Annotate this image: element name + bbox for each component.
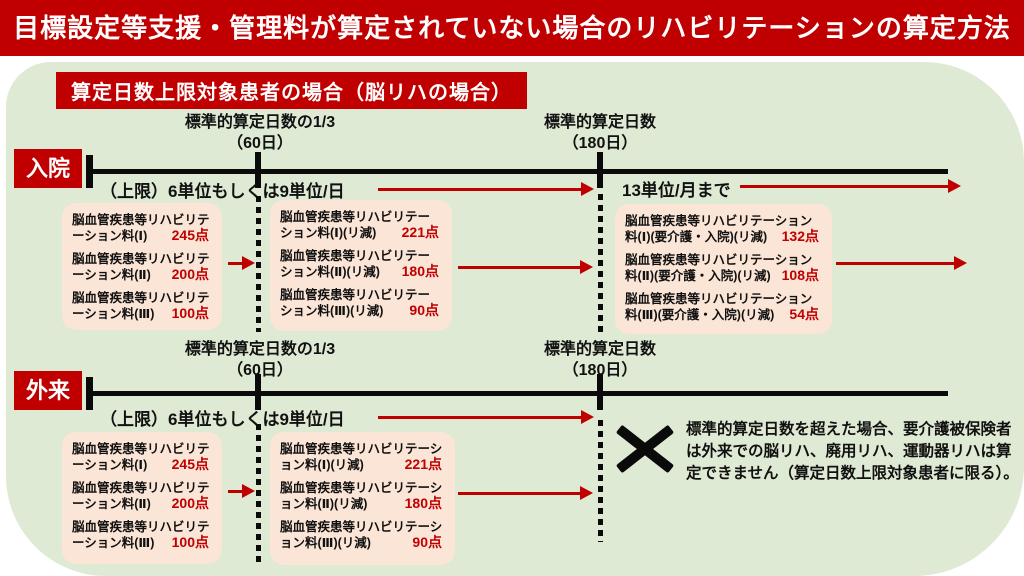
cross-icon bbox=[615, 424, 675, 474]
timeline-inpatient bbox=[88, 169, 948, 174]
timeline-tick-60days bbox=[255, 152, 261, 188]
timeline-tick-60days bbox=[255, 374, 261, 410]
fee-box-outpatient-before60: 脳血管疾患等リハビリテーション料(Ⅰ) 245点 脳血管疾患等リハビリテーション… bbox=[62, 432, 222, 564]
fee-item: 脳血管疾患等リハビリテーション料(Ⅲ)(要介護・入院)(リ減) 54点 bbox=[625, 291, 824, 324]
fee-name: 脳血管疾患等リハビリテーション料(Ⅲ) bbox=[72, 291, 210, 322]
dashed-threshold-60days bbox=[256, 196, 261, 332]
fee-item: 脳血管疾患等リハビリテーション料(Ⅱ) 200点 bbox=[72, 251, 214, 284]
milestone-label-full-inpatient: 標準的算定日数 （180日） bbox=[500, 112, 700, 154]
monthly-limit-label: 13単位/月まで bbox=[622, 181, 731, 200]
dashed-threshold-180days bbox=[598, 420, 603, 542]
arrow-box2-to-dash-inpatient bbox=[458, 260, 593, 274]
fee-name: 脳血管疾患等リハビリテーション料(Ⅰ) bbox=[72, 213, 210, 244]
inpatient-label: 入院 bbox=[14, 149, 82, 188]
fee-points: 90点 bbox=[412, 534, 442, 550]
fee-name: 脳血管疾患等リハビリテーション料(Ⅱ)(リ減) bbox=[280, 249, 431, 280]
unit-limit-label-outpatient: （上限）6単位もしくは9単位/日 bbox=[100, 410, 345, 429]
fee-box-inpatient-before60: 脳血管疾患等リハビリテーション料(Ⅰ) 245点 脳血管疾患等リハビリテーション… bbox=[62, 203, 222, 330]
fee-item: 脳血管疾患等リハビリテーション料(Ⅰ) 245点 bbox=[72, 212, 214, 245]
fee-points: 180点 bbox=[401, 263, 439, 279]
fee-points: 108点 bbox=[781, 267, 819, 283]
fee-points: 132点 bbox=[781, 228, 819, 244]
fee-item: 脳血管疾患等リハビリテーション料(Ⅰ)(要介護・入院)(リ減) 132点 bbox=[625, 213, 824, 246]
fee-points: 90点 bbox=[409, 302, 439, 318]
milestone-text: 標準的算定日数 bbox=[543, 114, 656, 131]
milestone-text: 標準的算定日数の1/3 bbox=[184, 114, 336, 131]
fee-name: 脳血管疾患等リハビリテーション料(Ⅲ)(要介護・入院)(リ減) bbox=[625, 292, 813, 323]
fee-points: 200点 bbox=[171, 495, 209, 511]
fee-name: 脳血管疾患等リハビリテーション料(Ⅱ)(要介護・入院)(リ減) bbox=[625, 253, 813, 284]
dashed-threshold-60days bbox=[256, 424, 261, 566]
fee-name: 脳血管疾患等リハビリテーション料(Ⅱ) bbox=[72, 252, 210, 283]
milestone-label-full-outpatient: 標準的算定日数 （180日） bbox=[500, 339, 700, 381]
fee-name: 脳血管疾患等リハビリテーション料(Ⅲ) bbox=[72, 520, 210, 551]
milestone-text: 標準的算定日数の1/3 bbox=[184, 341, 336, 358]
fee-item: 脳血管疾患等リハビリテーション料(Ⅰ)(リ減) 221点 bbox=[280, 209, 444, 242]
fee-box-inpatient-60to180: 脳血管疾患等リハビリテーション料(Ⅰ)(リ減) 221点 脳血管疾患等リハビリテ… bbox=[270, 200, 452, 331]
fee-name: 脳血管疾患等リハビリテーション料(Ⅱ) bbox=[72, 481, 210, 512]
arrow-box2-to-dash-outpatient bbox=[458, 486, 593, 500]
fee-name: 脳血管疾患等リハビリテーション料(Ⅰ)(リ減) bbox=[280, 442, 443, 473]
outpatient-note: 標準的算定日数を超えた場合、要介護被保険者は外来での脳リハ、廃用リハ、運動器リハ… bbox=[686, 421, 1019, 482]
fee-item: 脳血管疾患等リハビリテーション料(Ⅱ)(要介護・入院)(リ減) 108点 bbox=[625, 252, 824, 285]
fee-item: 脳血管疾患等リハビリテーション料(Ⅲ) 100点 bbox=[72, 290, 214, 323]
milestone-days: （60日） bbox=[227, 362, 293, 379]
fee-points: 200点 bbox=[171, 266, 209, 282]
outpatient-label: 外来 bbox=[14, 371, 82, 410]
fee-name: 脳血管疾患等リハビリテーション料(Ⅲ)(リ減) bbox=[280, 520, 443, 551]
fee-box-outpatient-60to180: 脳血管疾患等リハビリテーション料(Ⅰ)(リ減) 221点 脳血管疾患等リハビリテ… bbox=[270, 432, 455, 565]
fee-points: 54点 bbox=[789, 306, 819, 322]
fee-points: 100点 bbox=[171, 305, 209, 321]
milestone-days: （60日） bbox=[227, 135, 293, 152]
timeline-tick-180days bbox=[597, 374, 603, 410]
fee-points: 100点 bbox=[171, 534, 209, 550]
fee-name: 脳血管疾患等リハビリテーション料(Ⅰ)(要介護・入院)(リ減) bbox=[625, 214, 813, 245]
arrow-to-180days-outpatient bbox=[378, 410, 594, 424]
dashed-threshold-180days bbox=[598, 194, 603, 334]
fee-name: 脳血管疾患等リハビリテーション料(Ⅰ)(リ減) bbox=[280, 210, 431, 241]
fee-item: 脳血管疾患等リハビリテーション料(Ⅲ)(リ減) 90点 bbox=[280, 519, 447, 552]
timeline-tick-180days bbox=[597, 152, 603, 188]
fee-item: 脳血管疾患等リハビリテーション料(Ⅰ) 245点 bbox=[72, 441, 214, 474]
fee-points: 245点 bbox=[171, 227, 209, 243]
page-title: 目標設定等支援・管理料が算定されていない場合のリハビリテーションの算定方法 bbox=[0, 0, 1024, 56]
milestone-text: 標準的算定日数 bbox=[543, 341, 656, 358]
arrow-box3-right-inpatient bbox=[836, 256, 967, 270]
fee-item: 脳血管疾患等リハビリテーション料(Ⅱ) 200点 bbox=[72, 480, 214, 513]
arrow-box1-to-dash-inpatient bbox=[228, 256, 255, 270]
timeline-outpatient bbox=[88, 391, 948, 396]
milestone-label-third-inpatient: 標準的算定日数の1/3 （60日） bbox=[150, 112, 370, 154]
fee-points: 221点 bbox=[401, 224, 439, 240]
fee-points: 221点 bbox=[404, 456, 442, 472]
arrow-to-180days bbox=[378, 182, 594, 196]
fee-name: 脳血管疾患等リハビリテーション料(Ⅰ) bbox=[72, 442, 210, 473]
fee-name: 脳血管疾患等リハビリテーション料(Ⅲ)(リ減) bbox=[280, 288, 431, 319]
fee-name: 脳血管疾患等リハビリテーション料(Ⅱ)(リ減) bbox=[280, 481, 443, 512]
fee-points: 245点 bbox=[171, 456, 209, 472]
subheader-badge: 算定日数上限対象患者の場合（脳リハの場合） bbox=[56, 72, 527, 109]
milestone-label-third-outpatient: 標準的算定日数の1/3 （60日） bbox=[150, 339, 370, 381]
fee-item: 脳血管疾患等リハビリテーション料(Ⅱ)(リ減) 180点 bbox=[280, 248, 444, 281]
fee-item: 脳血管疾患等リハビリテーション料(Ⅱ)(リ減) 180点 bbox=[280, 480, 447, 513]
arrow-after-180days bbox=[740, 179, 961, 193]
milestone-days: （180日） bbox=[562, 362, 638, 379]
fee-item: 脳血管疾患等リハビリテーション料(Ⅲ)(リ減) 90点 bbox=[280, 287, 444, 320]
milestone-days: （180日） bbox=[562, 135, 638, 152]
unit-limit-label-inpatient: （上限）6単位もしくは9単位/日 bbox=[100, 182, 345, 201]
arrow-box1-to-dash-outpatient bbox=[228, 484, 255, 498]
fee-item: 脳血管疾患等リハビリテーション料(Ⅰ)(リ減) 221点 bbox=[280, 441, 447, 474]
fee-box-inpatient-after180: 脳血管疾患等リハビリテーション料(Ⅰ)(要介護・入院)(リ減) 132点 脳血管… bbox=[615, 204, 832, 334]
fee-points: 180点 bbox=[404, 495, 442, 511]
fee-item: 脳血管疾患等リハビリテーション料(Ⅲ) 100点 bbox=[72, 519, 214, 552]
